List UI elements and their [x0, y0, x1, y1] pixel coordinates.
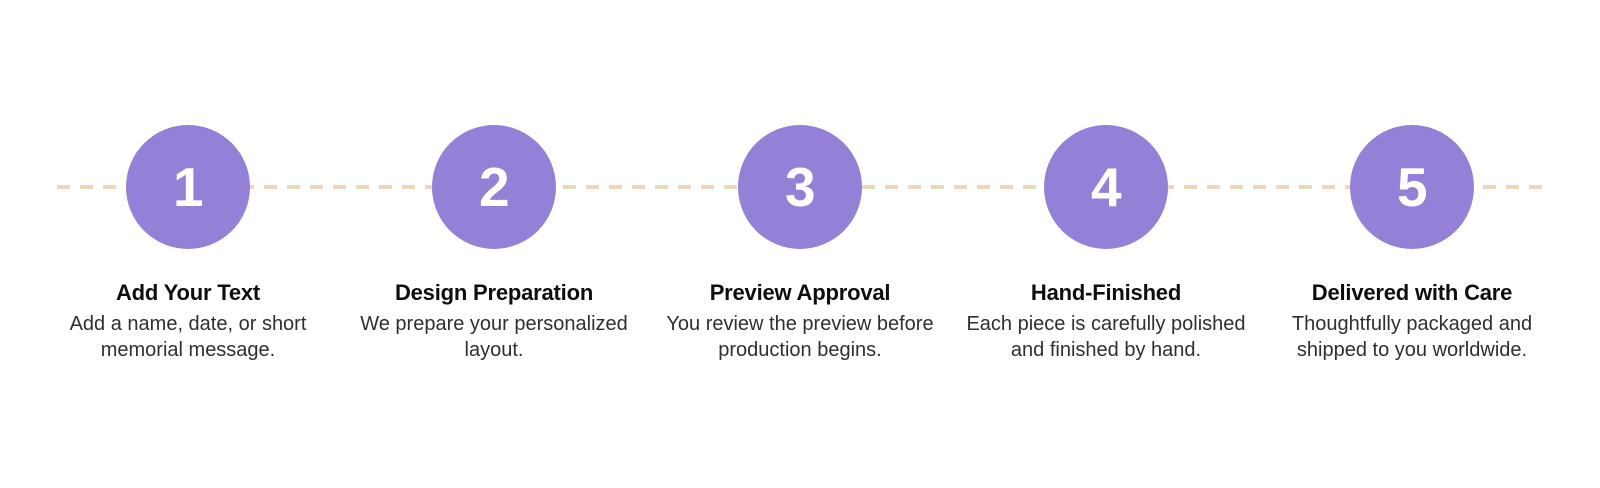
step-text-block-5: Delivered with Care Thoughtfully package…	[1262, 280, 1562, 363]
step-text-block-4: Hand-Finished Each piece is carefully po…	[956, 280, 1256, 363]
process-step-4[interactable]: 4 Hand-Finished Each piece is carefully …	[953, 0, 1259, 363]
step-number-badge-5: 5	[1350, 125, 1474, 249]
process-step-2[interactable]: 2 Design Preparation We prepare your per…	[341, 0, 647, 363]
step-text-block-2: Design Preparation We prepare your perso…	[344, 280, 644, 363]
step-number-badge-4: 4	[1044, 125, 1168, 249]
step-description-2: We prepare your personalized layout.	[360, 313, 628, 361]
process-step-1[interactable]: 1 Add Your Text Add a name, date, or sho…	[35, 0, 341, 363]
process-step-5[interactable]: 5 Delivered with Care Thoughtfully packa…	[1259, 0, 1565, 363]
step-number-badge-2: 2	[432, 125, 556, 249]
process-step-3[interactable]: 3 Preview Approval You review the previe…	[647, 0, 953, 363]
step-description-3: You review the preview before production…	[666, 313, 934, 361]
step-text-block-3: Preview Approval You review the preview …	[650, 280, 950, 363]
step-title-4: Hand-Finished	[1030, 280, 1182, 305]
step-description-4: Each piece is carefully polished and fin…	[966, 313, 1246, 361]
step-text-block-1: Add Your Text Add a name, date, or short…	[38, 280, 338, 363]
step-title-5: Delivered with Care	[1311, 280, 1513, 305]
step-number-badge-1: 1	[126, 125, 250, 249]
step-title-2: Design Preparation	[394, 280, 594, 305]
step-title-3: Preview Approval	[709, 280, 891, 305]
step-description-1: Add a name, date, or short memorial mess…	[69, 313, 307, 361]
step-description-5: Thoughtfully packaged and shipped to you…	[1291, 313, 1533, 361]
step-title-1: Add Your Text	[115, 280, 261, 305]
step-number-badge-3: 3	[738, 125, 862, 249]
